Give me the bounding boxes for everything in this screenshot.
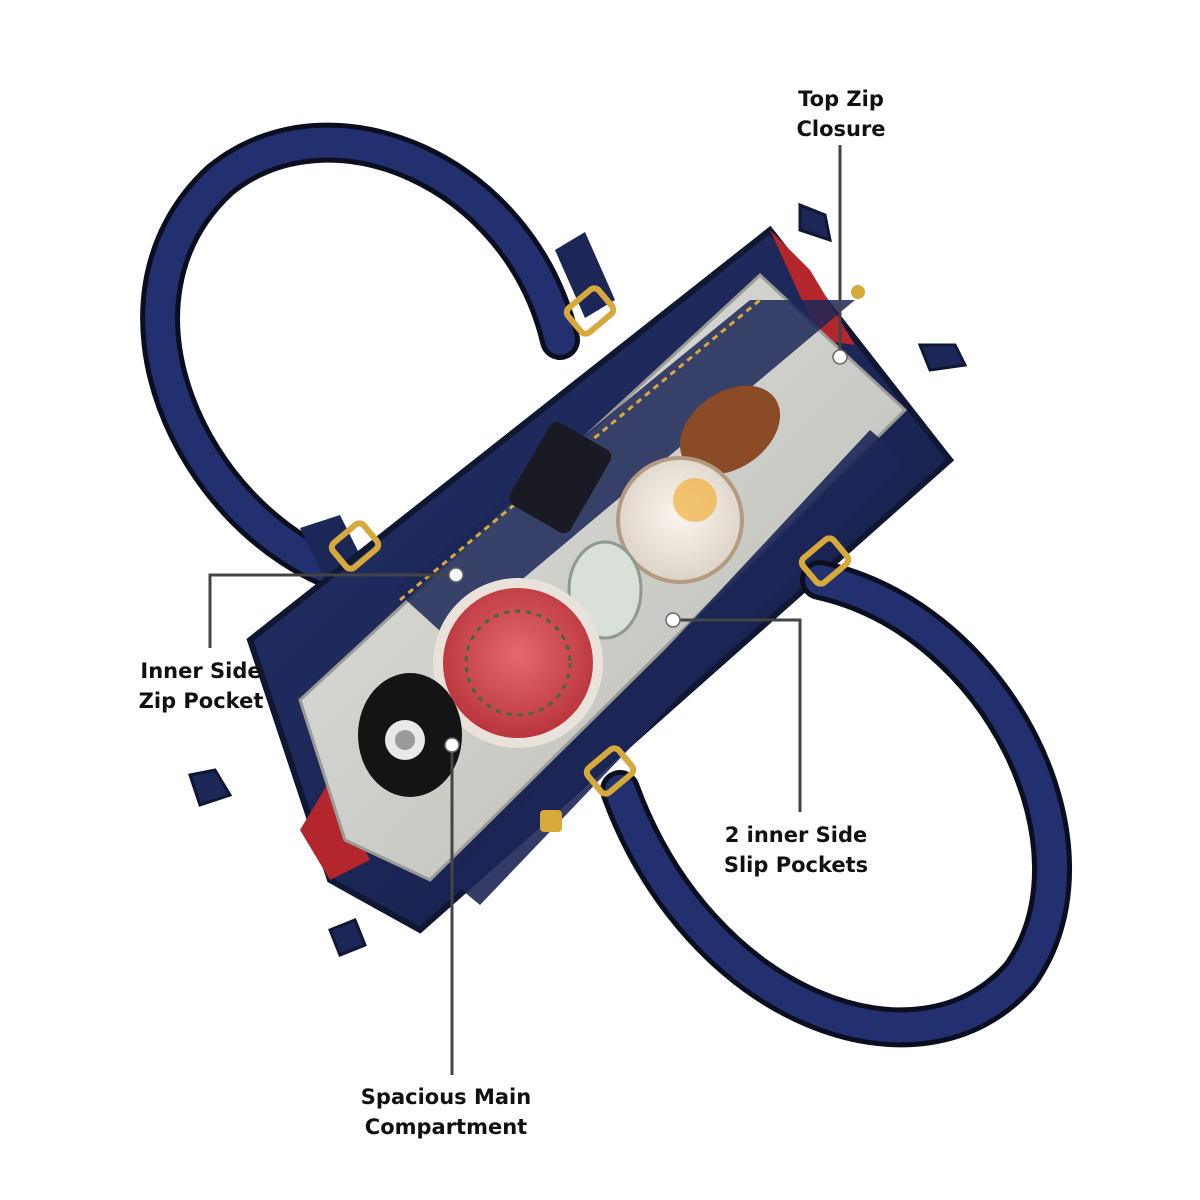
callout-slip-line1: 2 inner Side bbox=[724, 823, 868, 847]
callout-slip-line2: Slip Pockets bbox=[723, 853, 869, 877]
callout-inner-zip-line1: Inner Side bbox=[140, 659, 262, 683]
callout-dots bbox=[444, 349, 848, 753]
callout-main-line2: Compartment bbox=[364, 1115, 528, 1139]
callout-top-zip-closure: Top Zip Closure bbox=[776, 84, 906, 144]
bag-contents bbox=[358, 385, 781, 797]
front-handle bbox=[600, 560, 1073, 1048]
gold-hardware bbox=[328, 285, 865, 832]
dot-main-compartment bbox=[444, 737, 460, 753]
dot-inner-zip bbox=[448, 567, 464, 583]
dot-slip-pockets bbox=[665, 612, 681, 628]
callout-top-zip-line1: Top Zip bbox=[798, 87, 884, 111]
dot-top-zip bbox=[832, 349, 848, 365]
callout-main-compartment: Spacious Main Compartment bbox=[346, 1082, 546, 1142]
callout-inner-zip-line2: Zip Pocket bbox=[138, 689, 264, 713]
callout-main-line1: Spacious Main bbox=[360, 1085, 532, 1109]
callout-inner-side-zip-pocket: Inner Side Zip Pocket bbox=[126, 656, 276, 716]
callout-slip-pockets: 2 inner Side Slip Pockets bbox=[706, 820, 886, 880]
callout-leader-lines bbox=[208, 145, 842, 1075]
callout-top-zip-line2: Closure bbox=[796, 117, 886, 141]
